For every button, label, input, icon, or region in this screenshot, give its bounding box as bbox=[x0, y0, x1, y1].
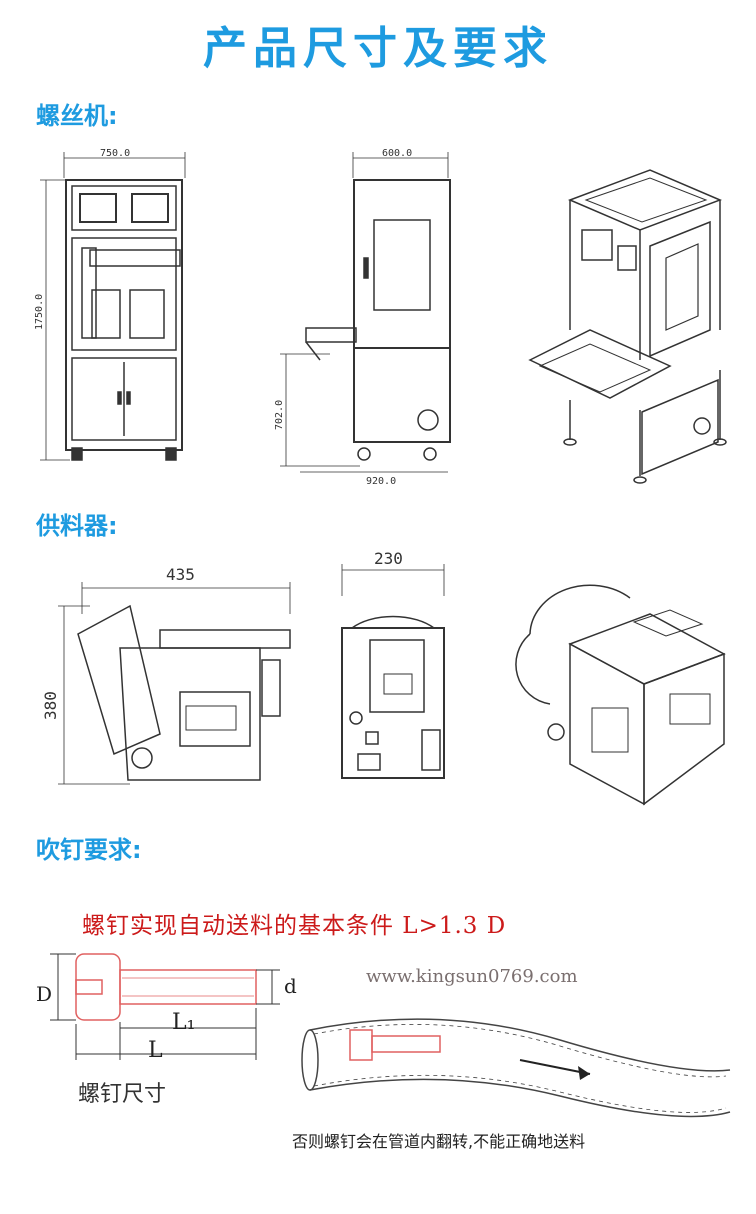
feeder-drawings: 435 380 230 bbox=[41, 549, 726, 806]
feeder-panel: 435 380 230 bbox=[30, 544, 746, 816]
blow-nail-panel: 螺钉实现自动送料的基本条件 L>1.3 D www.kingsun0769.co… bbox=[22, 870, 752, 1210]
section-label-screw-machine: 螺丝机: bbox=[36, 102, 118, 130]
side-height-dim: 702.0 bbox=[274, 400, 285, 430]
front-view bbox=[40, 152, 186, 461]
section-label-blow-nail: 吹钉要求: bbox=[36, 836, 142, 864]
side-view bbox=[280, 152, 451, 473]
section-label-feeder: 供料器: bbox=[36, 512, 118, 540]
website-watermark: www.kingsun0769.com bbox=[366, 966, 578, 987]
front-width-dim: 750.0 bbox=[100, 148, 130, 159]
screw-machine-panel: 750.0 1750.0 600.0 702.0 920.0 bbox=[30, 130, 746, 490]
side-depth-dim: 920.0 bbox=[366, 476, 396, 487]
feeder-front-height-dim: 380 bbox=[41, 691, 60, 720]
dim-L-label: L bbox=[148, 1038, 163, 1063]
warning-text: 否则螺钉会在管道内翻转,不能正确地送料 bbox=[292, 1132, 586, 1151]
screw-size-caption: 螺钉尺寸 bbox=[78, 1082, 167, 1107]
screw-size-drawing bbox=[50, 953, 280, 1060]
dim-L1-label: L₁ bbox=[172, 1010, 196, 1035]
dim-d-label: d bbox=[284, 974, 297, 998]
side-width-dim: 600.0 bbox=[382, 148, 412, 159]
dim-D-label: D bbox=[36, 982, 53, 1006]
feeder-side-view bbox=[341, 564, 445, 779]
feeder-front-width-dim: 435 bbox=[166, 565, 195, 584]
page-title: 产品尺寸及要求 bbox=[203, 23, 553, 74]
screw-machine-drawings: 750.0 1750.0 600.0 702.0 920.0 bbox=[34, 148, 727, 487]
blow-nail-heading: 螺钉实现自动送料的基本条件 L>1.3 D bbox=[82, 913, 507, 939]
iso-view bbox=[528, 169, 727, 484]
front-height-dim: 1750.0 bbox=[34, 294, 45, 330]
feeder-side-width-dim: 230 bbox=[374, 549, 403, 568]
feeder-iso-view bbox=[515, 584, 726, 806]
tube-drawing bbox=[301, 1018, 731, 1118]
feeder-front-view bbox=[58, 582, 291, 785]
